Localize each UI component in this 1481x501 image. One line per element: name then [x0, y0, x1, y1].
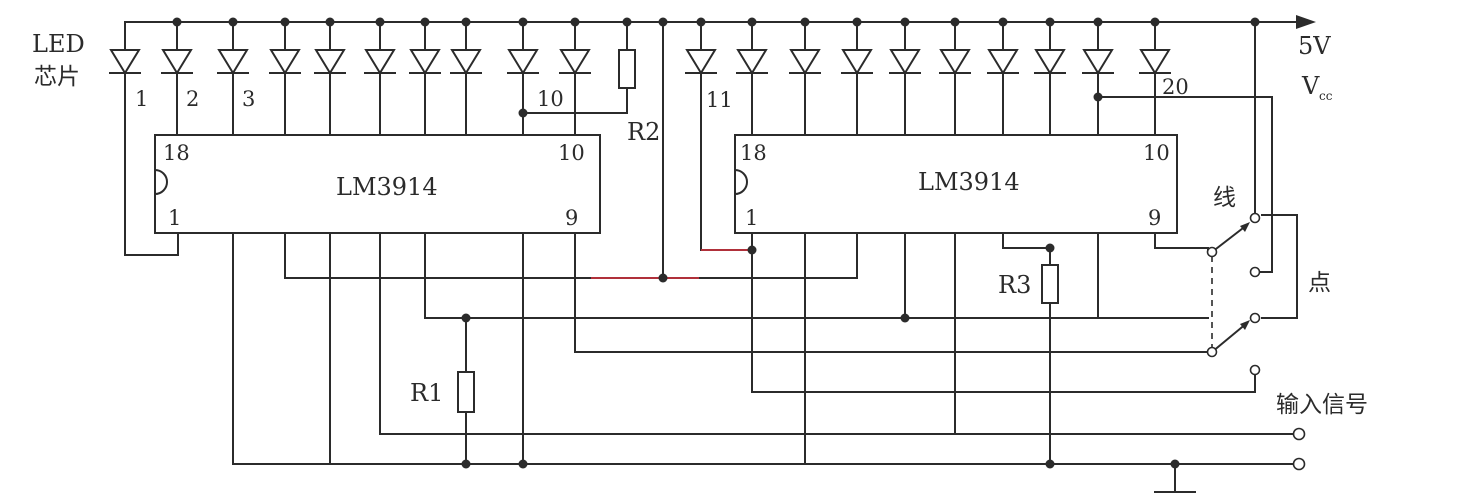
right-chip-bottom-wires	[751, 232, 1209, 465]
led-diode-2	[161, 21, 193, 136]
led-bank-right	[685, 21, 1171, 251]
right-chip-pin-1: 1	[745, 206, 758, 230]
led-number-20: 20	[1162, 75, 1189, 99]
right-chip-pin-9: 9	[1148, 206, 1161, 230]
led-diode-18	[1034, 21, 1066, 136]
led-diode-9	[507, 21, 539, 136]
left-chip-pin-1: 1	[168, 206, 181, 230]
r3-label: R3	[998, 271, 1031, 299]
input-signal-label: 输入信号	[1276, 392, 1368, 418]
led-bank-left	[109, 21, 591, 256]
center-bus	[284, 21, 858, 279]
left-chip-name: LM3914	[336, 173, 438, 201]
led-diode-12	[736, 21, 768, 136]
supply-voltage-label: 5V	[1298, 32, 1331, 60]
led-label-line2: 芯片	[34, 64, 80, 90]
mode-bar-label: 线	[1213, 185, 1236, 211]
led-diode-3	[217, 21, 249, 136]
resistor-r2	[522, 21, 636, 114]
left-chip-pin-9: 9	[565, 206, 578, 230]
left-chip-pin-10: 10	[558, 141, 585, 165]
left-chip-bottom-wires	[232, 232, 576, 465]
right-chip-pin-10: 10	[1143, 141, 1170, 165]
supply-rail	[124, 15, 1316, 29]
led-number-10: 10	[537, 87, 564, 111]
ground-symbol	[1154, 463, 1196, 493]
junction-dots	[172, 17, 1260, 469]
led-number-1: 1	[135, 87, 148, 111]
mode-dot-label: 点	[1308, 270, 1331, 296]
right-chip-name: LM3914	[918, 168, 1020, 196]
led-diode-19	[1082, 21, 1114, 136]
chip-lm3914-left	[153, 134, 601, 234]
led-diode-15	[889, 21, 921, 136]
led-diode-5	[314, 21, 346, 136]
mode-switch	[1207, 214, 1298, 354]
led-diode-6	[364, 21, 396, 136]
led-number-2: 2	[186, 87, 199, 111]
resistor-r3	[1041, 247, 1059, 465]
led-label-line1: LED	[32, 30, 85, 58]
supply-name-label: V	[1301, 72, 1320, 100]
resistor-r1	[457, 317, 475, 465]
led-number-11: 11	[706, 88, 733, 112]
led-diode-10	[559, 21, 591, 136]
led-diode-1	[109, 21, 141, 256]
signal-bus	[751, 374, 1256, 393]
supply-name-subscript: cc	[1319, 89, 1333, 103]
led-diode-7	[409, 21, 441, 136]
led-number-3: 3	[242, 87, 255, 111]
led-diode-13	[789, 21, 821, 136]
led-diode-14	[841, 21, 873, 136]
led-diode-8	[450, 21, 482, 136]
right-chip-pin-18: 18	[740, 141, 767, 165]
r2-label: R2	[627, 118, 660, 146]
switch-contacts	[1206, 212, 1261, 376]
led-diode-16	[939, 21, 971, 136]
left-chip-pin-18: 18	[163, 141, 190, 165]
led-diode-4	[269, 21, 301, 136]
led1-to-pin1-wire	[124, 232, 179, 256]
led-diode-20	[1139, 21, 1171, 136]
input-terminals	[1292, 427, 1306, 471]
led-diode-17	[987, 21, 1019, 136]
r1-label: R1	[410, 379, 443, 407]
led-diode-11	[685, 21, 752, 251]
